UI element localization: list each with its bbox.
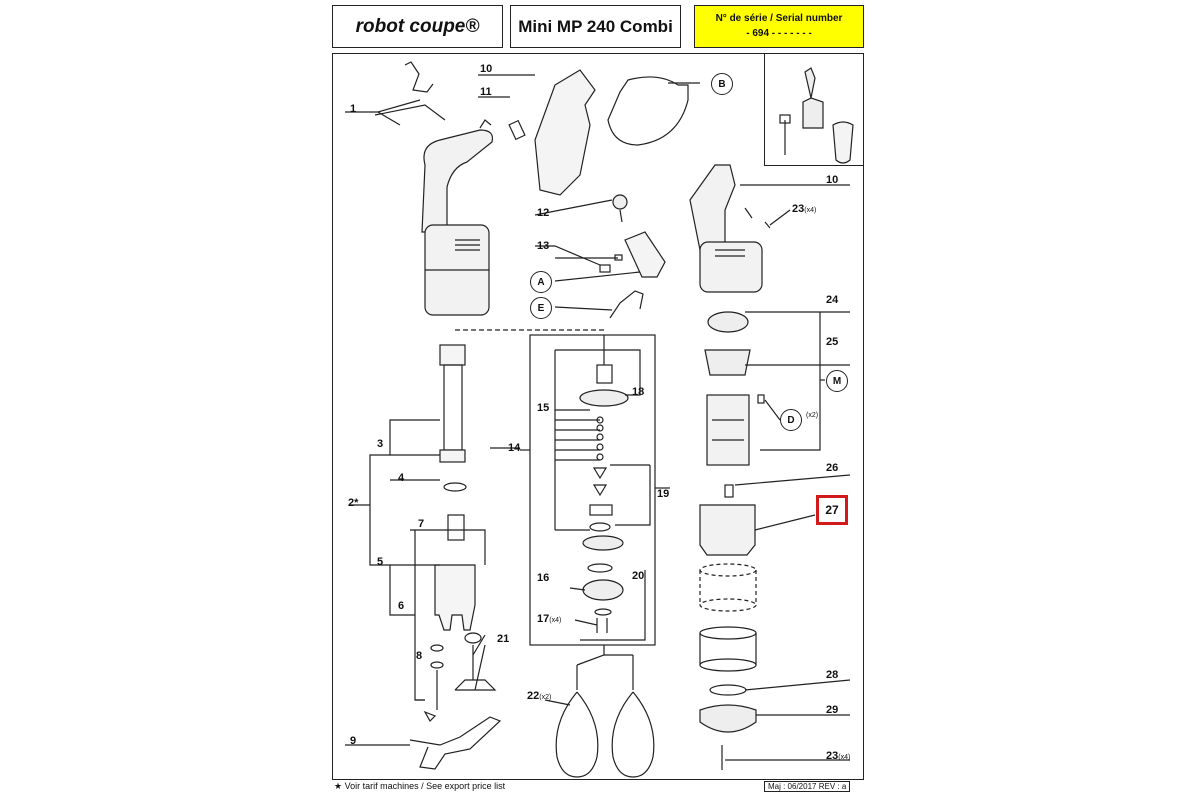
callout-2: 2* bbox=[348, 497, 359, 509]
callout-22: 22(x2) bbox=[527, 690, 552, 702]
serial-value: - 694 - - - - - - - bbox=[746, 28, 812, 39]
assembly-a-circle: A bbox=[530, 271, 552, 293]
callout-19: 19 bbox=[657, 488, 670, 500]
callout-7: 7 bbox=[418, 518, 425, 530]
callout-20: 20 bbox=[632, 570, 645, 582]
callout-13: 13 bbox=[537, 240, 550, 252]
callout-15: 15 bbox=[537, 402, 550, 414]
revision-date: Maj : 06/2017 REV : a bbox=[764, 781, 851, 792]
callout-4: 4 bbox=[398, 472, 405, 484]
callout-26: 26 bbox=[826, 462, 839, 474]
callout-28: 28 bbox=[826, 669, 839, 681]
exploded-diagram-frame bbox=[332, 53, 864, 780]
assembly-m-circle: M bbox=[826, 370, 848, 392]
serial-number-box: N° de série / Serial number - 694 - - - … bbox=[694, 5, 864, 48]
callout-6: 6 bbox=[398, 600, 405, 612]
callout-18: 18 bbox=[632, 386, 645, 398]
callout-10-right: 10 bbox=[826, 174, 839, 186]
callout-12: 12 bbox=[537, 207, 550, 219]
callout-23-bottom: 23(x4) bbox=[826, 750, 851, 762]
callout-1: 1 bbox=[350, 103, 357, 115]
callout-d-qty: (x2) bbox=[806, 412, 819, 419]
assembly-b-circle: B bbox=[711, 73, 733, 95]
assembly-e-circle: E bbox=[530, 297, 552, 319]
callout-10-top: 10 bbox=[480, 63, 493, 75]
callout-29: 29 bbox=[826, 704, 839, 716]
callout-16: 16 bbox=[537, 572, 550, 584]
callout-8: 8 bbox=[416, 650, 423, 662]
serial-label: N° de série / Serial number bbox=[715, 13, 843, 24]
callout-5: 5 bbox=[377, 556, 384, 568]
highlighted-callout-27: 27 bbox=[816, 495, 848, 525]
callout-3: 3 bbox=[377, 438, 384, 450]
brand-logo: robot coupe® bbox=[332, 5, 503, 48]
callout-23-top: 23(x4) bbox=[792, 203, 817, 215]
assembly-d-circle: D bbox=[780, 409, 802, 431]
callout-21: 21 bbox=[497, 633, 510, 645]
footer-note: ★ Voir tarif machines / See export price… bbox=[334, 781, 506, 791]
callout-14: 14 bbox=[508, 442, 521, 454]
callout-11: 11 bbox=[480, 86, 492, 98]
callout-17: 17(x4) bbox=[537, 613, 562, 625]
callout-24: 24 bbox=[826, 294, 839, 306]
model-title: Mini MP 240 Combi bbox=[510, 5, 681, 48]
callout-25: 25 bbox=[826, 336, 839, 348]
callout-9: 9 bbox=[350, 735, 357, 747]
